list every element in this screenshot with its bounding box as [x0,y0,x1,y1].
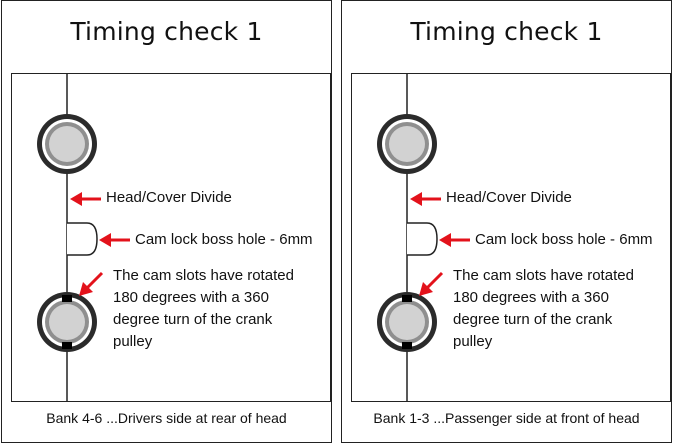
panel-bank-1-3: Timing check 1 [341,0,672,443]
panel-bank-4-6: Timing check 1 [1,0,332,443]
cam-slot-top [402,295,412,302]
panel-title: Timing check 1 [410,17,603,46]
cam-slot-bottom [62,342,72,349]
timing-drawing [377,73,470,402]
arrow-divide [410,192,441,206]
label-cam-lock-boss: Cam lock boss hole - 6mm [475,231,653,248]
label-cam-slots: The cam slots have rotated 180 degrees w… [453,267,634,350]
arrow-cam-slots [419,271,444,296]
arrow-divide [70,192,101,206]
upper-cam-sprocket [37,114,97,174]
cam-lock-boss [407,222,438,256]
timing-drawing [37,73,130,402]
cam-slot-top [62,295,72,302]
lower-cam-sprocket [377,292,437,352]
cam-lock-boss [67,222,98,256]
engine-view-box [11,73,331,402]
arrow-cam-slots [79,271,104,296]
upper-cam-sprocket [377,114,437,174]
caption-bank: Bank 4-6 ...Drivers side at rear of head [46,410,287,426]
label-head-cover-divide: Head/Cover Divide [106,189,232,206]
cam-slot-bottom [402,342,412,349]
label-cam-slots: The cam slots have rotated 180 degrees w… [113,267,294,350]
arrow-cam-lock [99,233,130,247]
label-head-cover-divide: Head/Cover Divide [446,189,572,206]
label-cam-lock-boss: Cam lock boss hole - 6mm [135,231,313,248]
caption-bank: Bank 1-3 ...Passenger side at front of h… [373,410,640,426]
lower-cam-sprocket [37,292,97,352]
panel-title: Timing check 1 [70,17,263,46]
engine-view-box [351,73,671,402]
arrow-cam-lock [439,233,470,247]
